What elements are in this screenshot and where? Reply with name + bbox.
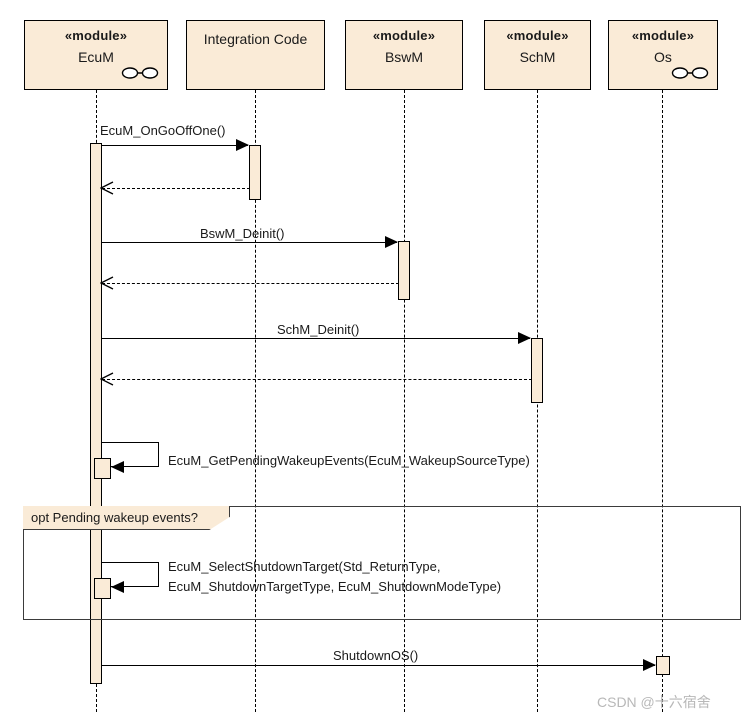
message-line-ecum-ongooffone <box>101 145 248 146</box>
message-label-bswm-deinit: BswM_Deinit() <box>200 226 285 241</box>
message-label-shutdownos: ShutdownOS() <box>333 648 419 663</box>
lifeline-name: Integration Code <box>203 31 308 47</box>
lifeline-stereotype: «module» <box>372 28 436 43</box>
message-line-bswm-deinit <box>101 242 397 243</box>
return-line-integration-code <box>102 188 250 189</box>
return-arrowhead-schm <box>100 372 114 386</box>
combined-fragment-opt-tab: opt Pending wakeup events? <box>23 506 230 530</box>
message-arrowhead-schm-deinit <box>518 332 531 344</box>
lifeline-head-ecum[interactable]: «module» EcuM <box>24 20 168 90</box>
return-arrowhead-integration-code <box>100 181 114 195</box>
return-line-schm <box>102 379 532 380</box>
csdn-watermark: CSDN @十六宿舍 <box>597 694 711 710</box>
lifeline-bswm <box>404 90 405 712</box>
lifeline-stereotype: «module» <box>64 28 128 43</box>
interface-lollipop-icon <box>121 67 159 79</box>
lifeline-name: Os <box>654 49 672 66</box>
activation-bar-bswm <box>398 241 410 300</box>
message-label-schm-deinit: SchM_Deinit() <box>277 322 360 337</box>
message-arrowhead-shutdownos <box>643 659 656 671</box>
lifeline-head-integration-code[interactable]: Integration Code <box>186 20 325 90</box>
lifeline-name: BswM <box>384 49 424 66</box>
lifeline-integration <box>255 90 256 712</box>
message-line-schm-deinit <box>101 338 530 339</box>
lifeline-stereotype: «module» <box>506 28 569 43</box>
lifeline-name: EcuM <box>78 49 114 66</box>
message-line-shutdownos <box>101 665 655 666</box>
message-arrowhead-bswm-deinit <box>385 236 398 248</box>
activation-bar-os <box>656 656 670 675</box>
self-message-arrowhead-select-shutdown-target <box>111 581 124 593</box>
message-label-ecum-ongooffone: EcuM_OnGoOffOne() <box>100 123 226 138</box>
lifeline-head-os[interactable]: «module» Os <box>608 20 718 90</box>
self-message-loop-get-pending-wakeup-events <box>102 442 159 467</box>
activation-bar-ecum-self-2 <box>94 578 111 599</box>
combined-fragment-opt-label: opt Pending wakeup events? <box>31 510 198 525</box>
message-label-get-pending-wakeup-events: EcuM_GetPendingWakeupEvents(EcuM_WakeupS… <box>168 453 530 468</box>
interface-lollipop-icon <box>671 67 709 79</box>
activation-bar-schm <box>531 338 543 403</box>
message-label-select-shutdown-target-line1: EcuM_SelectShutdownTarget(Std_ReturnType… <box>168 559 441 574</box>
self-message-arrowhead-get-pending-wakeup-events <box>111 461 124 473</box>
lifeline-name: SchM <box>519 49 556 66</box>
message-label-select-shutdown-target-line2: EcuM_ShutdownTargetType, EcuM_ShutdownMo… <box>168 579 502 594</box>
activation-bar-integration-code <box>249 145 261 200</box>
self-message-loop-select-shutdown-target <box>102 562 159 587</box>
activation-bar-ecum-self-1 <box>94 458 111 479</box>
return-arrowhead-bswm <box>100 276 114 290</box>
lifeline-os <box>662 90 663 712</box>
combined-fragment-opt[interactable] <box>23 506 741 620</box>
message-arrowhead-ecum-ongooffone <box>236 139 249 151</box>
lifeline-head-schm[interactable]: «module» SchM <box>484 20 591 90</box>
return-line-bswm <box>102 283 399 284</box>
activation-bar-ecum <box>90 143 102 684</box>
lifeline-stereotype: «module» <box>631 28 695 43</box>
lifeline-head-bswm[interactable]: «module» BswM <box>345 20 463 90</box>
